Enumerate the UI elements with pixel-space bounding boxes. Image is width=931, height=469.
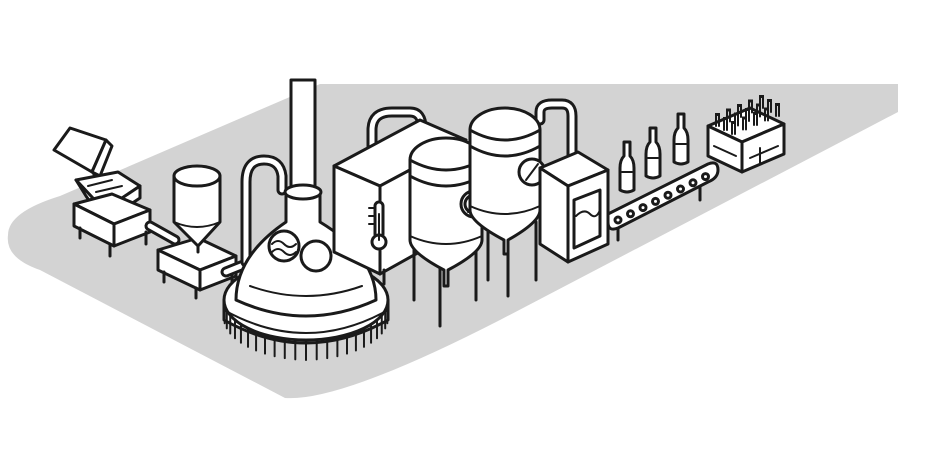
hopper-base-box — [72, 192, 152, 258]
bottle-icon — [606, 112, 720, 242]
kettle-base-grid — [223, 299, 389, 361]
silo-icon — [156, 164, 238, 300]
filter-icon — [538, 150, 610, 264]
fermenter-icon — [408, 136, 489, 328]
fermenter-icon — [468, 98, 578, 298]
brew-kettle-icon — [222, 78, 390, 361]
crate-icon — [706, 95, 786, 174]
